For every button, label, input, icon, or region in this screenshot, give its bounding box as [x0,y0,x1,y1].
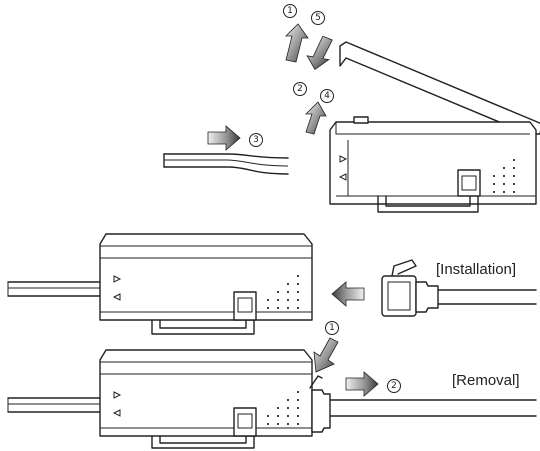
top-amplifier-open-cover [329,41,540,213]
arrow-press-lever [313,337,339,373]
step-number-1-top: 1 [283,4,297,18]
arrow-left-insert [331,281,365,307]
step-number-3: 3 [249,133,263,147]
removal-label: [Removal] [452,372,520,389]
arrow-up-step1 [285,23,309,63]
vent-dots-installation [266,274,300,310]
svg-text:3: 3 [253,135,259,145]
arrow-up-step2-4 [305,101,327,135]
step-number-4: 4 [320,89,334,103]
arrow-right-pull [345,371,379,397]
step-number-1-removal: 1 [325,321,339,335]
amplifier-body-installation [99,233,313,321]
amplifier-body-removal [99,349,313,437]
svg-text:2: 2 [297,84,303,94]
installation-label: [Installation] [436,261,516,278]
opened-cover [339,41,540,135]
svg-text:2: 2 [391,381,397,391]
vent-dots-removal [266,390,300,426]
arrow-right-step3 [207,125,241,151]
svg-text:5: 5 [315,13,321,23]
arrow-down-step5 [306,35,333,70]
fiber-cables-top [163,153,289,175]
svg-text:1: 1 [287,6,293,16]
vent-dots-top [492,158,516,194]
connector-plug [381,259,537,317]
step-number-5: 5 [311,11,325,25]
amplifier-installation [7,233,313,335]
svg-text:4: 4 [324,91,330,101]
svg-text:1: 1 [329,323,335,333]
step-number-2-removal: 2 [387,379,401,393]
step-number-2-top: 2 [293,82,307,96]
amplifier-removal [7,349,537,449]
